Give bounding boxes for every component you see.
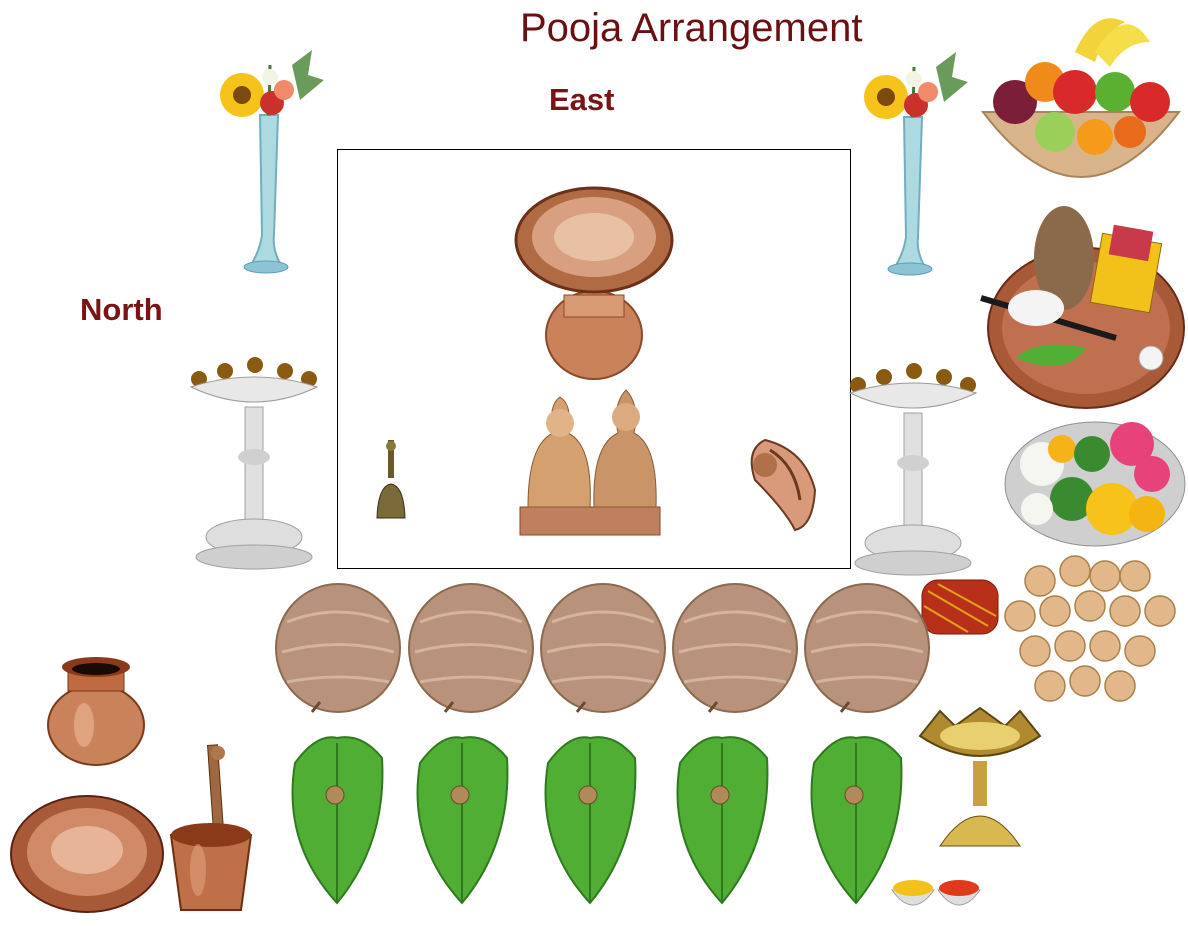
betel-leaf-4-icon (672, 733, 772, 905)
lakshmi-ganesha-idol-icon (508, 385, 672, 537)
copper-pot-icon (44, 655, 148, 767)
flower-vase-right-icon (856, 47, 976, 279)
copper-plate-icon (8, 792, 166, 916)
coconut-3-icon (537, 582, 669, 720)
east-label: East (549, 82, 614, 118)
betel-leaf-2-icon (412, 733, 512, 905)
pooja-plate-icon (976, 198, 1188, 412)
coconut-1-icon (272, 582, 404, 720)
betel-leaf-3-icon (540, 733, 640, 905)
betel-leaf-1-icon (287, 733, 387, 905)
flower-plate-icon (1002, 414, 1188, 548)
bell-icon (372, 440, 410, 522)
kumkum-haldi-bowls-icon (888, 870, 984, 920)
fruit-bowl-icon (975, 12, 1187, 194)
areca-nuts-icon (1000, 556, 1180, 718)
copper-cup-spoon-icon (163, 745, 259, 915)
coconut-5-icon (801, 582, 933, 720)
brass-diya-stand-icon (915, 706, 1045, 852)
north-label: North (80, 292, 163, 328)
conch-shell-icon (745, 430, 821, 532)
silver-lamp-left-icon (187, 357, 321, 571)
flower-vase-left-icon (212, 45, 332, 277)
silver-lamp-right-icon (846, 363, 980, 577)
coconut-4-icon (669, 582, 801, 720)
coconut-2-icon (405, 582, 537, 720)
kalash-with-plate-icon (514, 185, 674, 385)
page-title: Pooja Arrangement (520, 6, 862, 51)
